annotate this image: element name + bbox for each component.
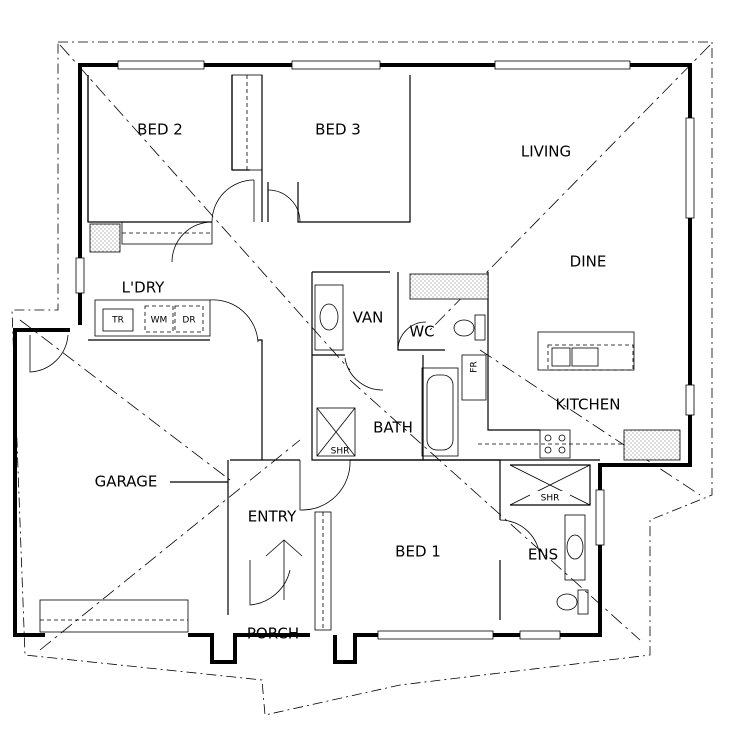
room-label-dine: DINE — [570, 253, 607, 271]
laundry-fixtures: TR WM DR — [94, 299, 211, 337]
room-label-laundry: L'DRY — [122, 279, 165, 297]
room-label-bed3: BED 3 — [315, 121, 361, 139]
hatched-areas — [89, 223, 681, 461]
fridge-label: FR — [470, 361, 480, 372]
room-label-garage: GARAGE — [95, 473, 158, 491]
room-label-van: VAN — [353, 309, 384, 327]
room-labels: BED 2 BED 3 LIVING DINE L'DRY VAN WC BAT… — [95, 121, 621, 643]
bath-shower-label: SHR — [331, 447, 350, 457]
dryer-label: DR — [182, 316, 195, 326]
room-label-bath: BATH — [373, 419, 413, 437]
wardrobes — [121, 74, 332, 631]
windows — [75, 60, 695, 640]
fridge: FR — [461, 354, 487, 401]
outer-walls — [13, 63, 692, 664]
garage-door — [39, 599, 189, 633]
entry-arrow — [265, 539, 303, 600]
room-label-ens: ENS — [528, 546, 558, 564]
room-label-bed1: BED 1 — [395, 543, 441, 561]
washing-machine-label: WM — [151, 316, 168, 326]
room-label-kitchen: KITCHEN — [556, 396, 621, 414]
roof-hip-lines — [19, 44, 711, 651]
wc-toilet — [453, 314, 486, 341]
ensuite-shower-label: SHR — [541, 494, 560, 504]
laundry-tub-label: TR — [111, 316, 124, 326]
eave-outline — [11, 41, 713, 716]
bath-fixtures: SHR — [316, 367, 459, 457]
vanity-fixture — [314, 284, 344, 351]
kitchen-fixtures — [478, 331, 635, 459]
doors — [29, 179, 541, 606]
room-label-living: LIVING — [521, 143, 571, 161]
room-label-entry: ENTRY — [248, 508, 297, 526]
room-label-porch: PORCH — [247, 625, 299, 643]
room-label-bed2: BED 2 — [137, 121, 183, 139]
ensuite-fixtures: SHR — [509, 464, 591, 615]
room-label-wc: WC — [409, 323, 434, 341]
